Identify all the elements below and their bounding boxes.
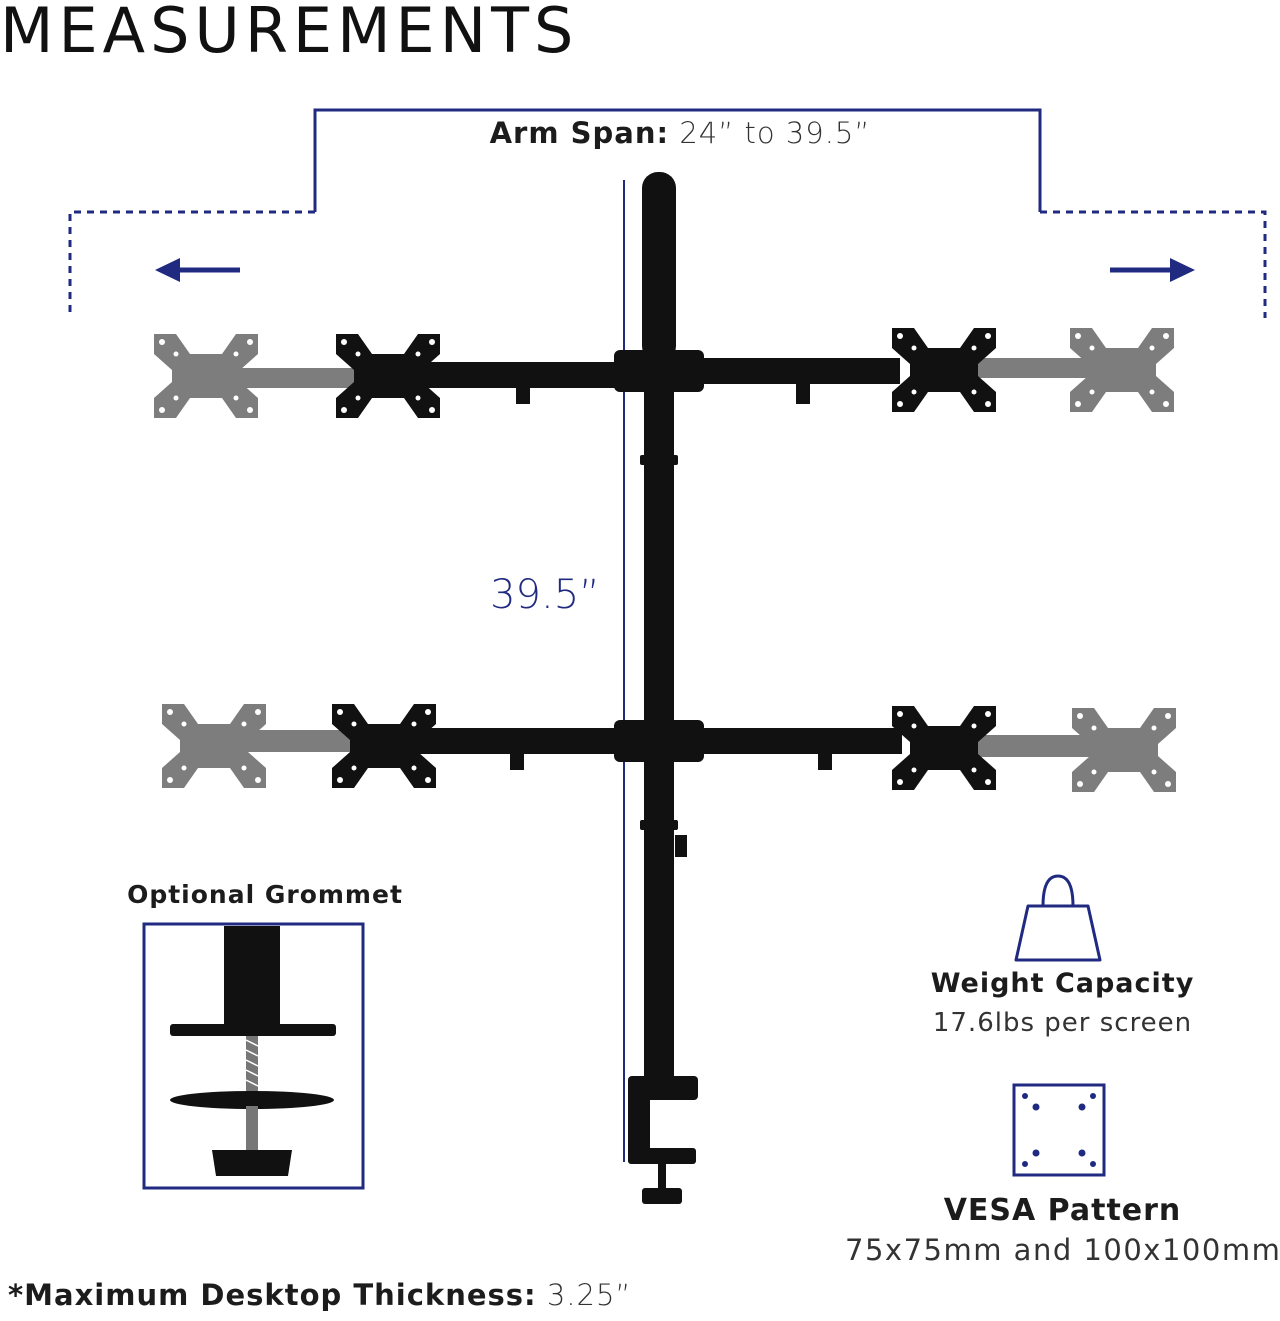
desk-clamp <box>628 1076 698 1204</box>
mount-pole <box>640 172 687 1080</box>
arm-span-label: Arm Span: 24” to 39.5” <box>480 116 880 150</box>
vesa-value: 75x75mm and 100x100mm <box>845 1233 1280 1267</box>
arrow-left-icon <box>155 258 240 282</box>
page-title: MEASUREMENTS <box>0 0 579 67</box>
weight-capacity-label: Weight Capacity <box>930 968 1195 999</box>
lower-arm <box>332 704 996 790</box>
desktop-thickness-key: *Maximum Desktop Thickness: <box>8 1278 537 1312</box>
pole-height-value: 39.5” <box>490 572 600 618</box>
grommet-label: Optional Grommet <box>127 880 403 909</box>
weight-icon <box>1014 874 1102 962</box>
upper-arm-ghost <box>154 328 1174 418</box>
arm-span-bracket <box>68 108 1267 318</box>
arm-span-key: Arm Span: <box>489 116 670 150</box>
arm-span-value: 24” to 39.5” <box>679 116 871 150</box>
vesa-label: VESA Pattern <box>943 1193 1182 1228</box>
grommet-inset <box>142 922 365 1190</box>
vesa-pattern-icon <box>1012 1083 1106 1177</box>
upper-arm <box>336 328 996 418</box>
arrow-right-icon <box>1110 258 1195 282</box>
weight-capacity-value: 17.6lbs per screen <box>932 1008 1193 1038</box>
desktop-thickness: *Maximum Desktop Thickness: 3.25” <box>8 1278 631 1312</box>
desktop-thickness-value: 3.25” <box>546 1278 632 1312</box>
